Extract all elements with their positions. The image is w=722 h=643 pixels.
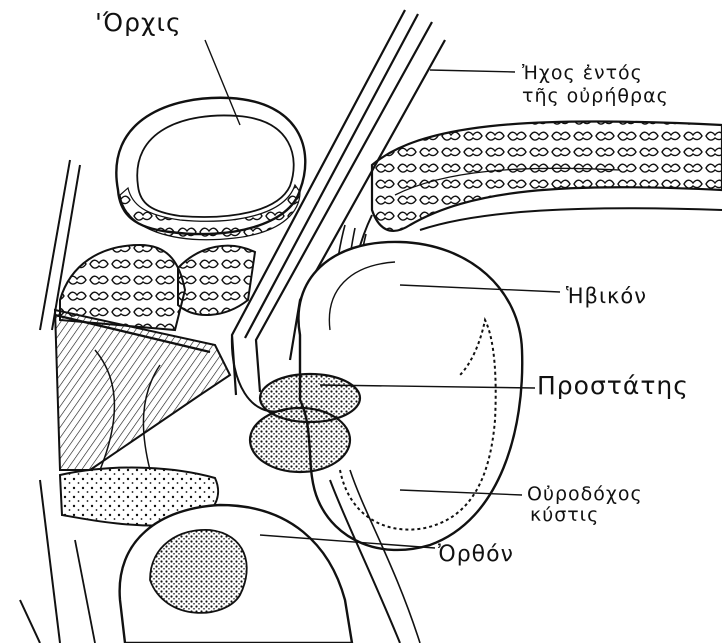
prostate-shape (250, 374, 360, 472)
urogenital-diaphragm (55, 310, 230, 470)
label-bladder-line1: Οὐροδόχος (527, 485, 643, 505)
label-urethral-sound-line1: Ἠχος ἐντός (522, 64, 669, 84)
label-prostate: Προστάτης (537, 373, 689, 399)
label-rectum: Ὀρθόν (438, 543, 514, 566)
label-bladder-line2: κύστις (530, 506, 643, 526)
label-urethral-sound-line2: τῆς οὐρήθρας (522, 87, 669, 107)
label-pubis: Ἡβικόν (566, 285, 647, 307)
testis-shape (116, 98, 305, 240)
label-bladder: Οὐροδόχος κύστις (527, 485, 643, 526)
label-urethral-sound: Ἠχος ἐντός τῆς οὐρήθρας (522, 64, 669, 107)
label-testis: 'Όρχις (95, 10, 182, 36)
